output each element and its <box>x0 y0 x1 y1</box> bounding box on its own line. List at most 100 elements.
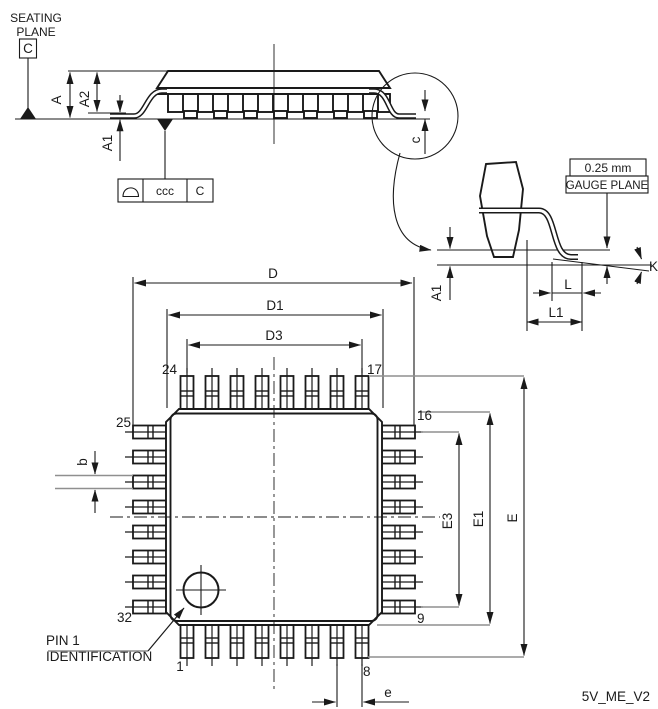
pin <box>204 367 220 410</box>
dim-a2-label: A2 <box>77 91 92 108</box>
dim-a1-detail-label: A1 <box>429 285 444 302</box>
lead-detail-view: 0.25 mm GAUGE PLANE A1 L L1 K <box>429 158 658 331</box>
tolerance-datum-label: C <box>196 184 205 198</box>
dimension-d3: D3 <box>186 328 363 373</box>
pin1-note-line2: IDENTIFICATION <box>46 649 152 664</box>
pin <box>381 499 424 515</box>
dimension-c: c <box>408 90 429 154</box>
dimension-l: L <box>533 262 601 331</box>
dimension-e1: E1 <box>377 411 494 626</box>
datum-triangle-left <box>20 107 36 119</box>
pin <box>381 474 424 490</box>
pin <box>204 624 220 667</box>
pin <box>304 624 320 667</box>
pin-label-9: 9 <box>417 611 425 626</box>
pin <box>279 624 295 667</box>
dimension-pitch-e: e <box>312 664 409 707</box>
pin-label-8: 8 <box>363 664 371 679</box>
dimension-a1-detail: A1 <box>429 227 454 302</box>
lead-profile-inner <box>479 209 578 259</box>
side-view: SEATING PLANE C <box>10 11 459 252</box>
pin <box>124 549 167 565</box>
dimension-b: b <box>55 451 133 513</box>
pin <box>254 367 270 410</box>
dimension-d1: D1 <box>166 298 384 408</box>
dim-pitch-label: e <box>384 685 392 700</box>
tolerance-frame: ccc C <box>117 119 214 203</box>
dim-e-label: E <box>505 513 520 522</box>
pins-left <box>124 424 167 615</box>
pin <box>381 549 424 565</box>
dim-k-label: K <box>649 259 658 274</box>
seating-plane-label-1: SEATING <box>10 11 62 25</box>
gull-wing-lead-left-inner <box>110 89 167 118</box>
seating-plane-label-2: PLANE <box>16 25 55 39</box>
pins-top <box>179 367 370 410</box>
pin <box>229 367 245 410</box>
dim-d3-label: D3 <box>265 328 282 343</box>
pin1-identification-note: PIN 1 IDENTIFICATION <box>46 607 185 664</box>
dimension-a1-side: A1 <box>100 95 124 161</box>
pin-label-16: 16 <box>417 408 432 423</box>
dim-l-label: L <box>564 277 572 292</box>
top-view: D D1 D3 E3 E1 <box>46 266 528 707</box>
pin <box>381 524 424 540</box>
dim-a-label: A <box>49 95 64 104</box>
dim-b-label: b <box>75 458 90 466</box>
pin <box>381 574 424 590</box>
datum-triangle-bottom <box>157 119 173 131</box>
pin <box>329 367 345 410</box>
flatness-symbol-icon <box>122 187 140 198</box>
gauge-plane-label: GAUGE PLANE <box>566 180 649 192</box>
pin-label-25: 25 <box>116 415 131 430</box>
drawing-reference-code: 5V_ME_V2 <box>582 689 650 704</box>
dim-d1-label: D1 <box>266 298 283 313</box>
pin <box>124 574 167 590</box>
dim-e3-label: E3 <box>440 513 455 530</box>
dimension-k: K <box>634 246 658 285</box>
dim-a1-label: A1 <box>100 135 115 152</box>
dim-l1-label: L1 <box>548 305 563 320</box>
dim-e1-label: E1 <box>471 511 486 528</box>
pin <box>329 624 345 667</box>
detail-circle <box>371 72 459 160</box>
dimension-a2: A2 <box>77 72 126 114</box>
foot-angle-line <box>552 258 650 272</box>
gauge-plane-callout: 0.25 mm GAUGE PLANE <box>565 158 649 284</box>
pin <box>229 624 245 667</box>
pin <box>304 367 320 410</box>
pin <box>279 367 295 410</box>
pin <box>124 474 167 490</box>
pin <box>124 499 167 515</box>
dim-d-label: D <box>268 266 278 281</box>
pin <box>179 367 195 410</box>
lead-bars <box>167 93 391 113</box>
pin <box>254 624 270 667</box>
pin-label-17: 17 <box>367 362 382 377</box>
dimension-l1: L1 <box>526 240 583 331</box>
pin <box>381 424 424 440</box>
detail-leader-curve <box>392 152 432 252</box>
dim-c-label: c <box>408 136 423 143</box>
datum-c-label: C <box>23 41 33 56</box>
dimension-e-overall: E <box>368 375 528 658</box>
pins-bottom <box>179 624 370 667</box>
tolerance-value-label: ccc <box>156 184 174 198</box>
package-body-side <box>110 70 416 119</box>
pin <box>124 524 167 540</box>
pin1-note-line1: PIN 1 <box>46 633 80 648</box>
gauge-offset-label: 0.25 mm <box>585 161 632 175</box>
pin <box>124 449 167 465</box>
gull-wing-lead-right-inner <box>369 89 416 118</box>
dimension-d: D <box>132 266 415 425</box>
pin-label-24: 24 <box>162 362 178 377</box>
pin-label-32: 32 <box>117 610 132 625</box>
dimension-e3: E3 <box>421 431 463 608</box>
pin-label-1: 1 <box>176 659 184 674</box>
pin <box>381 449 424 465</box>
pins-right <box>381 424 424 615</box>
pin <box>354 624 370 667</box>
dimension-a: A <box>49 70 168 118</box>
